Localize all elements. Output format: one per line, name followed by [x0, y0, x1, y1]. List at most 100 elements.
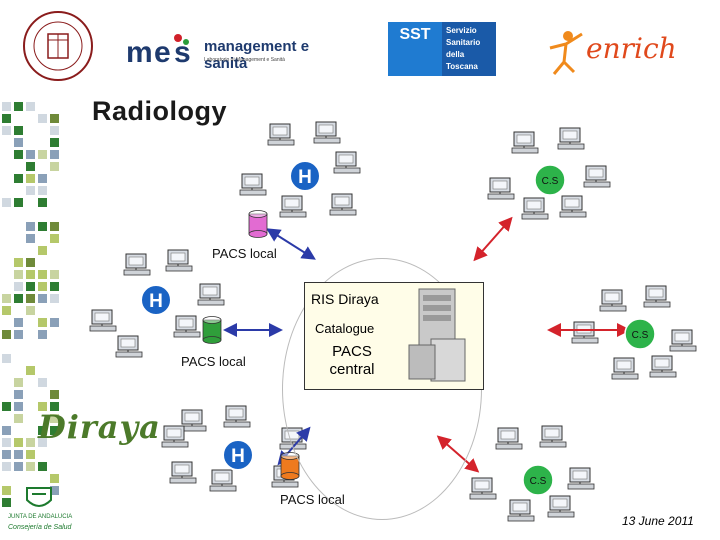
computer-icon: [173, 315, 201, 338]
database-icon: [202, 316, 222, 344]
mosaic-tile: [26, 258, 35, 267]
mosaic-tile: [2, 426, 11, 435]
computer-icon: [567, 467, 595, 490]
enrich-logo: enrich: [546, 28, 677, 78]
computer-icon: [611, 357, 639, 380]
mosaic-tile: [14, 102, 23, 111]
computer-icon: [209, 469, 237, 492]
mosaic-tile: [26, 462, 35, 471]
computer-icon: [649, 355, 677, 378]
sst-line: Toscana: [446, 62, 478, 71]
mosaic-tile: [26, 282, 35, 291]
mosaic-tile: [14, 414, 23, 423]
mosaic-tile: [38, 462, 47, 471]
mosaic-tile: [38, 318, 47, 327]
mosaic-tile: [50, 390, 59, 399]
mosaic-tile: [50, 234, 59, 243]
mosaic-tile: [14, 150, 23, 159]
pacs-local-label-bottom: PACS local: [280, 492, 345, 507]
cs-node-icon: C.S: [624, 318, 656, 350]
mosaic-tile: [26, 102, 35, 111]
mosaic-tile: [38, 114, 47, 123]
mosaic-tile: [2, 162, 11, 171]
mosaic-tile: [50, 354, 59, 363]
mosaic-tile: [50, 330, 59, 339]
mosaic-tile: [14, 138, 23, 147]
mosaic-tile: [2, 126, 11, 135]
mosaic-tile: [26, 234, 35, 243]
computer-icon: [547, 495, 575, 518]
computer-icon: [511, 131, 539, 154]
mosaic-tile: [38, 222, 47, 231]
mosaic-tile: [50, 282, 59, 291]
mosaic-tile: [26, 474, 35, 483]
computer-icon: [123, 253, 151, 276]
mosaic-tile: [26, 390, 35, 399]
mosaic-tile: [26, 150, 35, 159]
mosaic-tile: [14, 162, 23, 171]
mosaic-tile: [26, 450, 35, 459]
cs-label: C.S: [542, 176, 559, 187]
computer-icon: [313, 121, 341, 144]
mosaic-tile: [26, 306, 35, 315]
computer-icon: [223, 405, 251, 428]
mosaic-tile: [26, 318, 35, 327]
computer-icon: [571, 321, 599, 344]
coat-of-arms-icon: [26, 487, 52, 507]
sst-logo: SST Servizio Sanitario della Toscana: [388, 22, 496, 76]
computer-icon: [583, 165, 611, 188]
computer-icon: [197, 283, 225, 306]
mosaic-tile: [14, 126, 23, 135]
hospital-icon: H: [289, 160, 321, 192]
hospital-letter: H: [149, 291, 163, 312]
computer-icon: [161, 425, 189, 448]
computer-icon: [487, 177, 515, 200]
mosaic-tile: [38, 150, 47, 159]
date-label: 13 June 2011: [622, 514, 694, 528]
mosaic-tile: [38, 330, 47, 339]
computer-icon: [333, 151, 361, 174]
pacs-central-line2: central: [329, 361, 375, 378]
mosaic-tile: [50, 162, 59, 171]
mosaic-tile: [14, 390, 23, 399]
pacs-central-line1: PACS: [332, 343, 372, 360]
mosaic-tile: [2, 498, 11, 507]
mosaic-tile: [14, 234, 23, 243]
computer-icon: [669, 329, 697, 352]
mosaic-tile: [38, 174, 47, 183]
pacs-local-label-left: PACS local: [181, 354, 246, 369]
mosaic-tile: [50, 402, 59, 411]
server-rack-icon: [408, 288, 466, 382]
mosaic-tile: [38, 102, 47, 111]
hospital-letter: H: [298, 167, 312, 188]
svg-text:m: m: [126, 36, 153, 69]
mosaic-tile: [50, 426, 59, 435]
svg-text:e: e: [154, 36, 171, 69]
network-link: [266, 228, 316, 260]
sst-text-block: Servizio Sanitario della Toscana: [442, 22, 496, 76]
computer-icon: [267, 123, 295, 146]
mosaic-tile: [38, 294, 47, 303]
mosaic-tile: [50, 150, 59, 159]
mosaic-tile: [2, 294, 11, 303]
mosaic-tile: [2, 402, 11, 411]
page-title: Radiology: [92, 96, 228, 126]
mosaic-tile: [2, 354, 11, 363]
diraya-logo: Diraya: [38, 408, 161, 446]
sst-line: della: [446, 50, 465, 59]
computer-icon: [239, 173, 267, 196]
cs-label: C.S: [632, 330, 649, 341]
seal-icon: [23, 11, 93, 81]
mosaic-tile: [14, 402, 23, 411]
mosaic-tile: [14, 378, 23, 387]
mosaic-tile: [38, 402, 47, 411]
cs-node-icon: C.S: [522, 464, 554, 496]
mosaic-tile: [38, 438, 47, 447]
mosaic-tile: [50, 486, 59, 495]
computer-icon: [169, 461, 197, 484]
hospital-icon: H: [222, 439, 254, 471]
sst-badge: SST: [388, 22, 442, 76]
mosaic-tile: [38, 378, 47, 387]
mosaic-tile: [2, 114, 11, 123]
